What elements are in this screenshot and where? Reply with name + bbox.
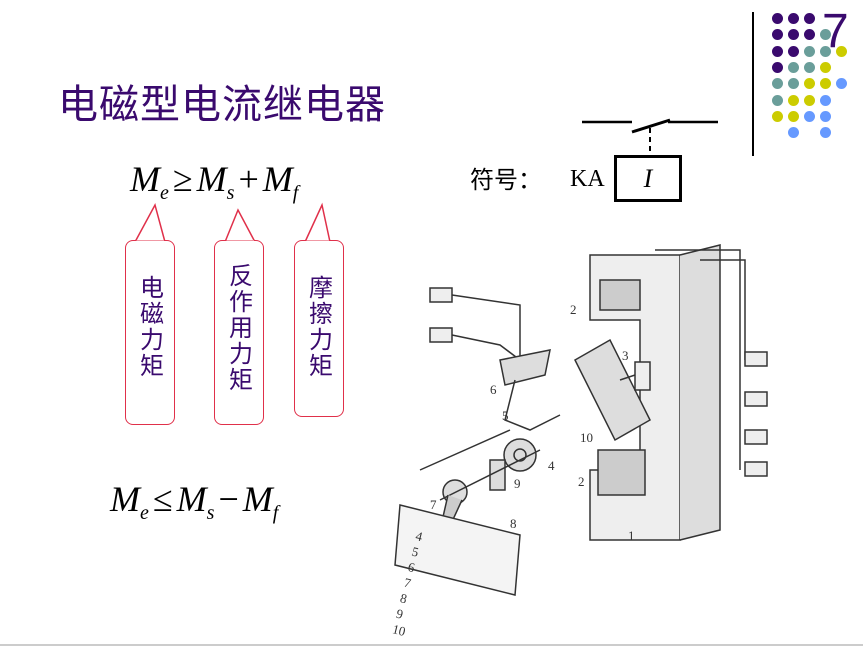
decorative-dot (788, 61, 799, 73)
diagram-label: 4 (548, 458, 555, 473)
formula-term: M (176, 479, 207, 519)
decorative-dot (788, 110, 799, 122)
formula-term: M (110, 479, 140, 519)
symbol-name: KA (570, 166, 605, 192)
diagram-label: 6 (490, 382, 497, 397)
decorative-dot (820, 78, 831, 90)
decorative-dot (788, 13, 799, 24)
formula-term: M (130, 159, 160, 199)
slide-title: 电磁型电流继电器 (58, 82, 386, 128)
diagram-label: 2 (578, 474, 585, 489)
callout-reaction-torque: 反作用力矩 (214, 240, 264, 425)
decorative-dot (788, 127, 799, 139)
decorative-dot (788, 29, 799, 41)
bottom-border (0, 644, 863, 646)
decorative-dot (804, 78, 815, 90)
formula-activation: Me≥Ms+Mf (130, 158, 298, 205)
decorative-dot (804, 94, 815, 106)
diagram-label: 3 (622, 348, 629, 363)
decorative-dot (820, 127, 831, 139)
formula-operator: ≤ (152, 479, 173, 519)
callout-electromagnetic-torque: 电磁力矩 (125, 240, 175, 425)
diagram-label: 2 (570, 302, 577, 317)
formula-operator: − (218, 479, 239, 519)
divider-line (752, 12, 754, 156)
decorative-dot (804, 29, 815, 41)
decorative-dot (772, 13, 783, 24)
callout-label: 电磁力矩 (135, 275, 164, 379)
diagram-label: 9 (514, 476, 521, 491)
formula-subscript: s (226, 182, 235, 205)
decorative-dot (804, 61, 815, 73)
decorative-dot (820, 94, 831, 106)
callout-friction-torque: 摩擦力矩 (294, 240, 344, 417)
callout-label: 反作用力矩 (224, 263, 253, 393)
diagram-label: 10 (580, 430, 593, 445)
decorative-dot (772, 78, 783, 90)
formula-subscript: f (272, 502, 279, 525)
callout-label: 摩擦力矩 (304, 275, 333, 379)
formula-operator: ≥ (172, 159, 193, 199)
formula-operator: + (238, 159, 259, 199)
formula-subscript: f (292, 182, 299, 205)
relay-coil-symbol: I (614, 155, 682, 202)
decorative-dot (788, 78, 799, 90)
formula-term: M (262, 159, 293, 199)
formula-subscript: s (206, 502, 215, 525)
diagram-label: 5 (502, 408, 509, 423)
formula-term: M (242, 479, 273, 519)
decorative-dot (804, 13, 815, 24)
diagram-label: 7 (430, 497, 437, 512)
formula-term: M (196, 159, 227, 199)
decorative-dot (772, 29, 783, 41)
diagram-label: 8 (510, 516, 517, 531)
decorative-dot (772, 94, 783, 106)
decorative-dot (836, 78, 847, 90)
decorative-dot (820, 45, 831, 57)
decorative-dot (804, 110, 815, 122)
decorative-dot (836, 45, 847, 57)
decorative-dot (788, 94, 799, 106)
decorative-dot (804, 45, 815, 57)
decorative-dot (772, 61, 783, 73)
decorative-dot (820, 110, 831, 122)
decorative-dot (772, 110, 783, 122)
decorative-dot (772, 45, 783, 57)
diagram-label: 1 (628, 528, 635, 543)
formula-release: Me≤Ms−Mf (110, 478, 278, 525)
formula-subscript: e (140, 502, 149, 525)
formula-subscript: e (160, 182, 169, 205)
decorative-dot (788, 45, 799, 57)
decorative-dot (820, 29, 831, 41)
decorative-dot (820, 61, 831, 73)
symbol-label: 符号： (470, 166, 542, 194)
